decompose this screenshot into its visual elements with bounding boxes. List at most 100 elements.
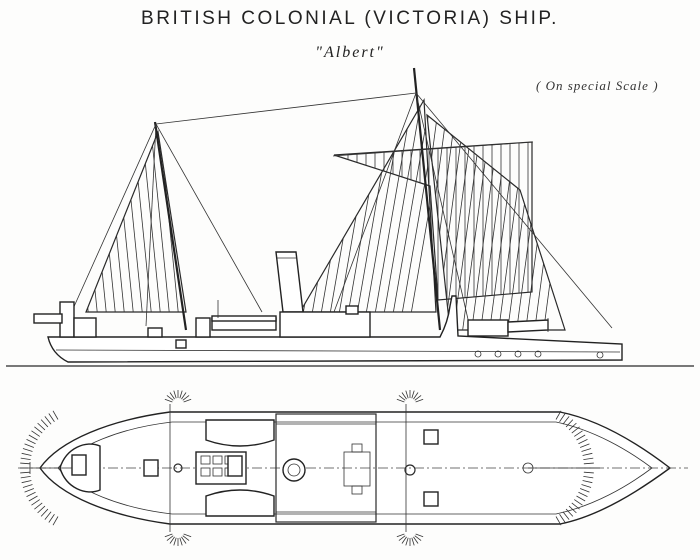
fan-tick [405, 537, 409, 546]
sail-hatch-line [427, 115, 439, 330]
fan-tick [396, 533, 405, 538]
arc-tick [48, 514, 55, 523]
arc-tick [31, 499, 40, 506]
fan-tick [414, 535, 422, 541]
fan-tick [396, 398, 405, 403]
fan-tick [182, 395, 190, 401]
stern-gun-plan [522, 462, 600, 474]
fan-tick [179, 537, 183, 546]
sail-hatch-line [122, 132, 144, 312]
sail-hatch-line [382, 100, 424, 312]
starboard-boat [205, 489, 275, 517]
fan-tick [411, 537, 415, 546]
arc-tick [568, 505, 577, 514]
arc-tick [571, 502, 580, 510]
fore-sail [85, 129, 187, 313]
aft-hatch-port [423, 429, 439, 445]
arc-tick [31, 430, 40, 437]
arc-tick [571, 426, 580, 434]
fan-tick [183, 533, 192, 538]
arc-tick [583, 471, 594, 474]
sail-hatch-line [185, 132, 186, 312]
fan-tick [182, 535, 190, 541]
main-mast-step [404, 464, 416, 476]
stern-gun-arc [555, 410, 594, 526]
arc-tick [52, 516, 59, 526]
deck-plan [18, 390, 688, 546]
sail-hatch-line [149, 132, 171, 312]
arc-tick [574, 430, 583, 437]
sail-hatch-line [86, 132, 90, 312]
arc-tick [565, 419, 574, 428]
fan-tick [164, 398, 173, 403]
sail-hatch-line [452, 115, 484, 330]
rubbing-strake [55, 349, 621, 353]
arc-tick [26, 439, 36, 445]
arc-tick [26, 491, 36, 497]
arc-tick [579, 488, 590, 493]
sail-hatch-line [239, 90, 279, 320]
sail-hatch-line [364, 100, 406, 312]
sail-hatch-line [131, 132, 153, 312]
fan-tick [414, 395, 422, 401]
arc-tick [44, 511, 52, 520]
sail-hatch-line [434, 115, 466, 330]
aft-sail [426, 113, 566, 331]
arc-tick [20, 471, 31, 474]
fan-tick [413, 392, 419, 400]
sail-hatch-line [104, 132, 126, 312]
fan-tick [179, 390, 183, 399]
arc-tick [22, 484, 33, 488]
arc-tick [555, 516, 562, 526]
bow-gun [33, 301, 97, 338]
arc-tick [37, 422, 46, 431]
fan-tick [169, 392, 175, 400]
fan-tick [411, 390, 415, 399]
fan-tick [169, 536, 175, 544]
arc-tick [578, 439, 588, 445]
sail-hatch-line [310, 100, 352, 312]
arc-tick [34, 426, 43, 434]
fan-tick [166, 535, 174, 541]
fan-tick [405, 390, 409, 399]
plate-title: BRITISH COLONIAL (VICTORIA) SHIP. [141, 8, 559, 29]
sail-hatch-line [319, 100, 361, 312]
fan-tick [398, 535, 406, 541]
main-sail [239, 90, 437, 320]
companion [227, 455, 243, 477]
deckhouse [279, 311, 371, 338]
sail-hatch-line [443, 115, 475, 330]
arc-tick [37, 505, 46, 514]
arc-tick [583, 475, 594, 479]
fan-tick [181, 392, 187, 400]
fore-mast [153, 121, 188, 331]
fan-tick [413, 536, 419, 544]
fan-tick [164, 533, 173, 538]
arc-tick [28, 495, 38, 502]
fan-tick [166, 395, 174, 401]
arc-tick [34, 502, 43, 510]
arc-tick [24, 443, 35, 448]
fan-tick [398, 395, 406, 401]
stern-ports [474, 350, 604, 359]
sail-hatch-line [391, 100, 433, 312]
deck-house-small [195, 317, 211, 338]
arc-tick [24, 488, 35, 493]
arc-tick [48, 413, 55, 422]
arc-tick [20, 457, 31, 461]
arc-tick [559, 413, 566, 422]
port-boat [205, 419, 275, 447]
sail-hatch-line [542, 115, 565, 330]
arc-tick [20, 475, 31, 479]
ship-name: "Albert" [315, 44, 385, 61]
deck-box [147, 327, 163, 338]
deckhouse-plan [275, 413, 377, 523]
arc-tick [562, 416, 570, 425]
casing-top [211, 315, 277, 322]
funnel [275, 251, 304, 313]
fan-tick [401, 392, 407, 400]
arc-tick [559, 514, 566, 523]
bow-turret [29, 443, 101, 493]
arc-tick [578, 491, 588, 497]
